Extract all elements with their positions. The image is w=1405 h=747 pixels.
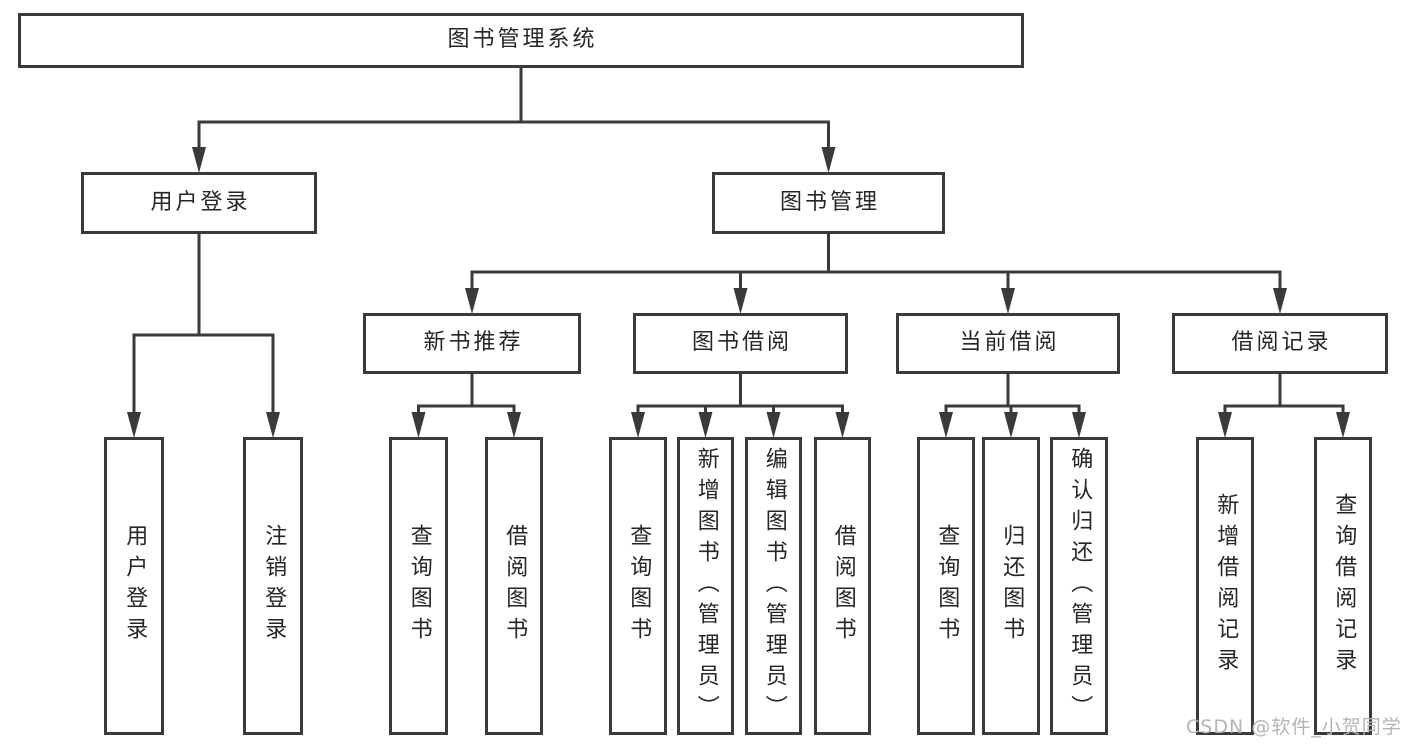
- node-query-books-1: 查询图书: [389, 437, 448, 735]
- node-user-login-leaf: 用户登录: [104, 437, 164, 735]
- watermark: CSDN @软件_小贺同学: [1186, 716, 1402, 738]
- node-book-management: 图书管理: [712, 172, 945, 234]
- node-borrowing-records: 借阅记录: [1172, 313, 1388, 374]
- node-user-login: 用户登录: [81, 172, 317, 234]
- node-add-borrow-record: 新增借阅记录: [1196, 437, 1254, 735]
- node-edit-books-admin: 编辑图书（管理员）: [745, 437, 802, 735]
- node-logout: 注销登录: [243, 437, 303, 735]
- node-query-books-3: 查询图书: [917, 437, 975, 735]
- node-borrow-books-2: 借阅图书: [814, 437, 871, 735]
- node-add-books-admin: 新增图书（管理员）: [677, 437, 734, 735]
- node-query-borrow-record: 查询借阅记录: [1314, 437, 1372, 735]
- node-current-borrowing: 当前借阅: [896, 313, 1120, 374]
- node-book-management-system: 图书管理系统: [18, 13, 1024, 68]
- node-confirm-return-admin: 确认归还（管理员）: [1050, 437, 1108, 735]
- node-query-books-2: 查询图书: [609, 437, 667, 735]
- node-new-book-recommend: 新书推荐: [363, 313, 581, 374]
- node-return-books: 归还图书: [982, 437, 1040, 735]
- node-borrow-books-1: 借阅图书: [485, 437, 543, 735]
- node-book-borrowing: 图书借阅: [633, 313, 848, 374]
